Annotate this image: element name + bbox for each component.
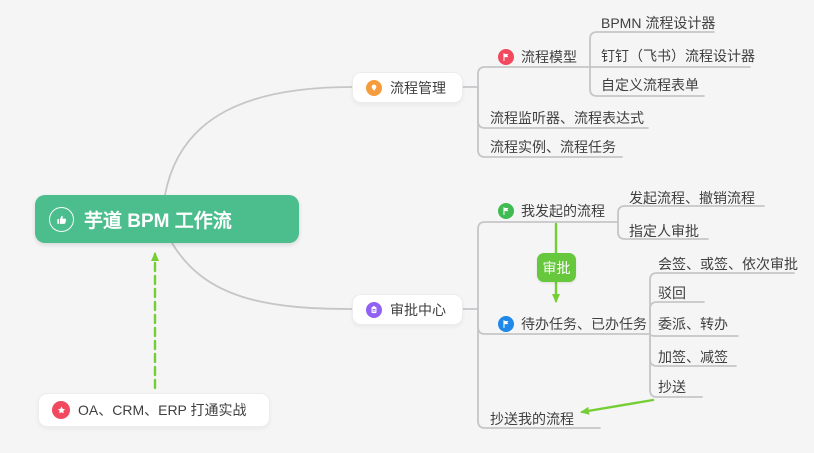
clipboard-icon: [366, 301, 382, 318]
star-icon: [52, 401, 70, 419]
listener-expression-label: 流程监听器、流程表达式: [490, 110, 644, 126]
node-cc-my-process[interactable]: 抄送我的流程: [490, 409, 574, 429]
node-process-model[interactable]: 流程模型: [498, 47, 577, 67]
oa-practice-label: OA、CRM、ERP 打通实战: [78, 402, 247, 418]
approval-edge-badge[interactable]: 审批: [537, 253, 576, 282]
process-model-label: 流程模型: [521, 49, 577, 65]
todo-done-label: 待办任务、已办任务: [521, 316, 647, 332]
countersign-label: 会签、或签、依次审批: [658, 256, 798, 272]
cc-label: 抄送: [658, 379, 686, 395]
node-cc[interactable]: 抄送: [658, 377, 686, 397]
node-custom-form[interactable]: 自定义流程表单: [601, 75, 699, 95]
approval-edge-badge-label: 审批: [542, 259, 571, 276]
instance-task-label: 流程实例、流程任务: [490, 139, 616, 155]
process-management-label: 流程管理: [390, 79, 446, 96]
node-approval-center[interactable]: 审批中心: [352, 294, 463, 325]
delegate-transfer-label: 委派、转办: [658, 316, 728, 332]
my-initiated-label: 我发起的流程: [521, 203, 605, 219]
node-oa-practice[interactable]: OA、CRM、ERP 打通实战: [38, 393, 270, 427]
node-reject[interactable]: 驳回: [658, 283, 686, 303]
add-reduce-sign-label: 加签、减签: [658, 349, 728, 365]
node-root-topic[interactable]: 芋道 BPM 工作流: [35, 195, 299, 243]
initiate-cancel-label: 发起流程、撤销流程: [629, 190, 755, 206]
root-topic-label: 芋道 BPM 工作流: [84, 210, 232, 232]
flag-icon: [498, 203, 514, 219]
curve-root-to-approval-center: [171, 242, 353, 310]
node-assignee-approval[interactable]: 指定人审批: [629, 221, 699, 241]
reject-label: 驳回: [658, 285, 686, 301]
node-countersign[interactable]: 会签、或签、依次审批: [658, 254, 798, 274]
thumbs-up-icon: [49, 206, 74, 232]
node-initiate-cancel[interactable]: 发起流程、撤销流程: [629, 188, 755, 208]
assignee-approval-label: 指定人审批: [629, 223, 699, 239]
node-instance-task[interactable]: 流程实例、流程任务: [490, 137, 616, 157]
custom-form-label: 自定义流程表单: [601, 77, 699, 93]
node-dingtalk-designer[interactable]: 钉钉（飞书）流程设计器: [601, 46, 755, 66]
curve-root-to-process-management: [164, 86, 353, 196]
lightbulb-icon: [366, 79, 382, 96]
approval-center-label: 审批中心: [390, 301, 446, 318]
node-my-initiated[interactable]: 我发起的流程: [498, 201, 605, 221]
dingtalk-designer-label: 钉钉（飞书）流程设计器: [601, 48, 755, 64]
flag-icon: [498, 49, 514, 65]
node-process-management[interactable]: 流程管理: [352, 72, 463, 103]
node-add-reduce-sign[interactable]: 加签、减签: [658, 347, 728, 367]
flag-icon: [498, 316, 514, 332]
node-todo-done[interactable]: 待办任务、已办任务: [498, 314, 647, 334]
bpmn-designer-label: BPMN 流程设计器: [601, 15, 716, 31]
node-delegate-transfer[interactable]: 委派、转办: [658, 314, 728, 334]
arrow-cc-to-cc-my-process: [580, 398, 655, 415]
node-bpmn-designer[interactable]: BPMN 流程设计器: [601, 13, 715, 33]
node-listener-expression[interactable]: 流程监听器、流程表达式: [490, 108, 644, 128]
cc-my-process-label: 抄送我的流程: [490, 411, 574, 427]
